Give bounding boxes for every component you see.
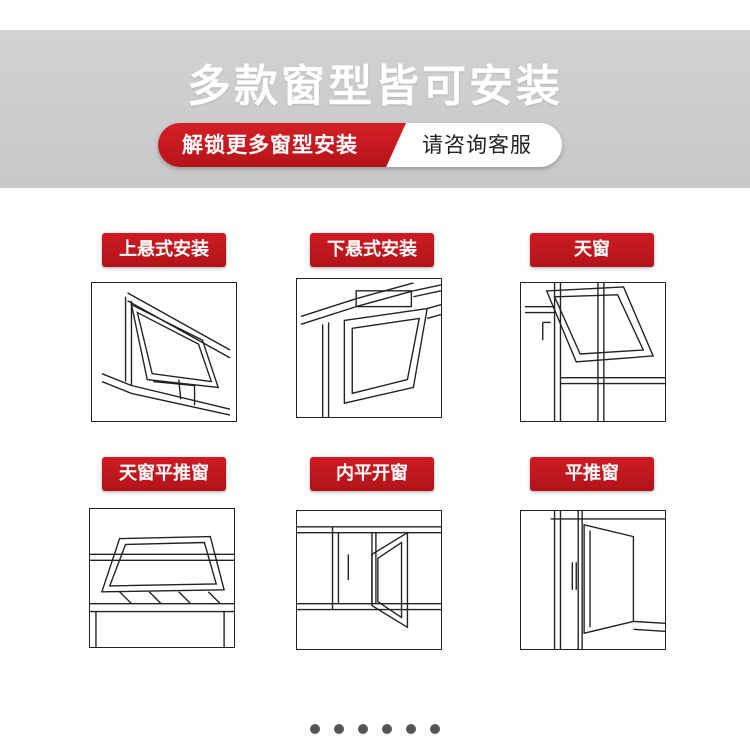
label-bottom-hung: 下悬式安装 (310, 233, 434, 267)
contact-ribbon[interactable]: 解锁更多窗型安装 请咨询客服 (158, 123, 562, 167)
illustration-skylight-parallel (89, 508, 235, 648)
label-skylight: 天窗 (530, 233, 654, 267)
ribbon-contact-text: 请咨询客服 (422, 133, 532, 157)
illustration-skylight (520, 282, 666, 422)
illustration-top-hung (91, 282, 237, 422)
ribbon-unlock-text: 解锁更多窗型安装 (158, 123, 406, 167)
illustration-inward-casement (296, 510, 442, 650)
label-inward-casement: 内平开窗 (310, 457, 434, 491)
pagination-dot[interactable] (430, 724, 440, 734)
label-top-hung: 上悬式安装 (102, 233, 226, 267)
pagination-dot[interactable] (334, 724, 344, 734)
illustration-parallel-push (520, 510, 666, 650)
pagination-dot[interactable] (358, 724, 368, 734)
pagination-dot[interactable] (310, 724, 320, 734)
page-title: 多款窗型皆可安装 (187, 61, 563, 112)
pagination-dots[interactable] (0, 724, 750, 736)
label-parallel-push: 平推窗 (530, 457, 654, 491)
illustration-bottom-hung (296, 278, 442, 418)
pagination-dot[interactable] (406, 724, 416, 734)
top-strip (0, 0, 750, 30)
pagination-dot[interactable] (382, 724, 392, 734)
label-skylight-parallel: 天窗平推窗 (102, 457, 226, 491)
